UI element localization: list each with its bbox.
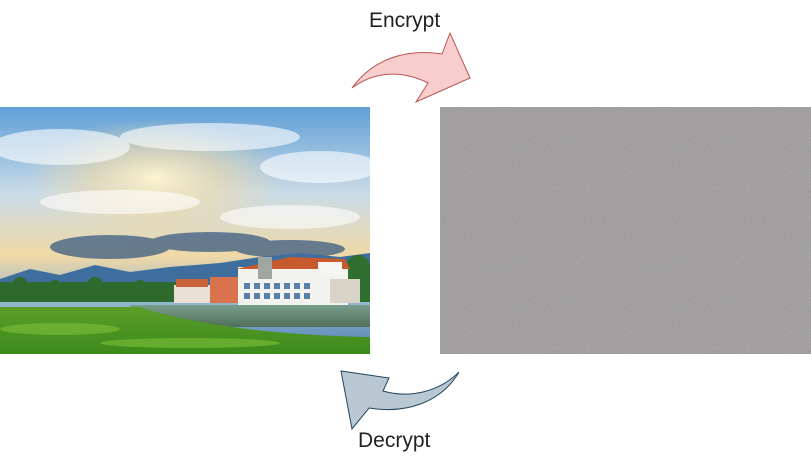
storm-clouds: [50, 232, 345, 259]
clouds: [0, 123, 370, 229]
decrypt-label: Decrypt: [358, 429, 431, 452]
curved-arrow-right-icon: [351, 31, 471, 104]
original-image: [0, 107, 370, 354]
lawn-highlights: [0, 323, 280, 348]
trees-left: [0, 277, 180, 302]
curved-arrow-left-icon: [340, 370, 460, 431]
encrypted-image: [440, 107, 811, 354]
noise-pattern: [440, 107, 811, 354]
building: [174, 257, 360, 305]
encrypt-label: Encrypt: [369, 9, 441, 32]
